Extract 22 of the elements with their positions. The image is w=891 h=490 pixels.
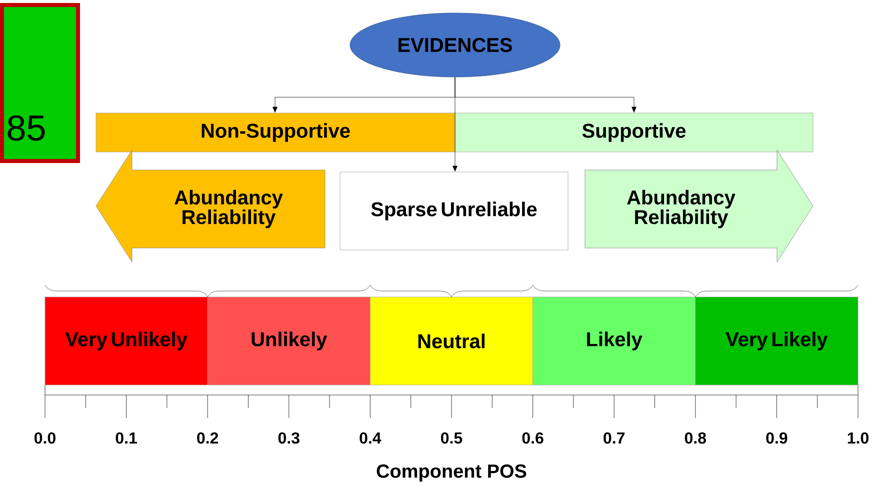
tick-label: 0.1	[116, 432, 137, 444]
scale-cell: Very Unlikely	[44, 296, 208, 386]
tick-label: 0.8	[684, 432, 706, 444]
evidence-box: Sparse Unreliable	[340, 172, 568, 250]
scale-cell: Unlikely	[207, 296, 370, 386]
tick-label: 0.7	[604, 432, 625, 444]
tick-label: 0.4	[360, 432, 382, 444]
tick-label: 1.0	[848, 432, 868, 444]
tick-label: 0.9	[766, 432, 788, 444]
tick-label: 0.6	[522, 432, 544, 444]
scale-cell: Neutral	[370, 296, 533, 386]
tick-label: 0.0	[34, 432, 56, 444]
value-box: 85	[0, 3, 80, 163]
axis-title: Component POS	[376, 464, 526, 482]
tick-label: 0.2	[197, 432, 218, 444]
arrow	[452, 77, 458, 172]
category-bar: Supportive	[454, 112, 814, 152]
scale-cell: Very Likely	[695, 296, 858, 386]
tick-label: 0.3	[278, 432, 300, 444]
category-bar: Non-Supportive	[96, 112, 456, 152]
tick-label: 0.5	[441, 432, 462, 444]
scale-cell: Likely	[532, 296, 696, 386]
